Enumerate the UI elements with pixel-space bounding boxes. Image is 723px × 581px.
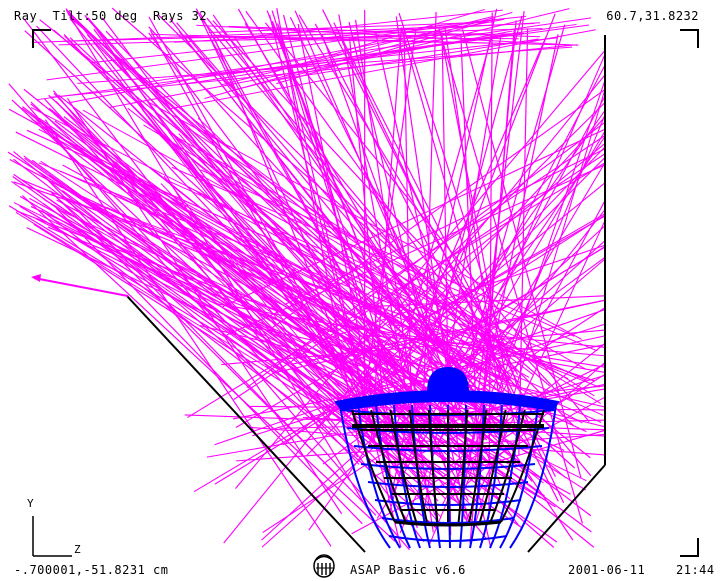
fixture-lamp xyxy=(334,366,560,549)
ray-traces xyxy=(7,7,606,551)
axis-indicator xyxy=(32,516,72,557)
housing-outline xyxy=(126,35,606,553)
bro-logo xyxy=(313,554,335,578)
corner-markers xyxy=(32,29,699,557)
footer-date: 2001-06-11 xyxy=(568,563,646,577)
footer-time: 21:44 xyxy=(676,563,715,577)
housing-left-wall xyxy=(126,295,366,553)
stray-ray-arrow xyxy=(31,274,129,297)
header-coordinates: 60.7,31.8232 xyxy=(606,9,699,23)
header-title: Ray Tilt:50 deg Rays 32 xyxy=(14,9,208,23)
z-axis-label: Z xyxy=(74,543,81,556)
corner-marker-top-right xyxy=(680,29,699,48)
footer-coordinates: -.700001,-51.8231 cm xyxy=(14,563,169,577)
housing-right-wall xyxy=(527,464,606,553)
y-axis-label: Y xyxy=(27,497,34,510)
corner-marker-top-left xyxy=(32,29,51,48)
footer-version: ASAP Basic v6.6 xyxy=(350,563,466,577)
corner-marker-bottom-right xyxy=(680,538,699,557)
